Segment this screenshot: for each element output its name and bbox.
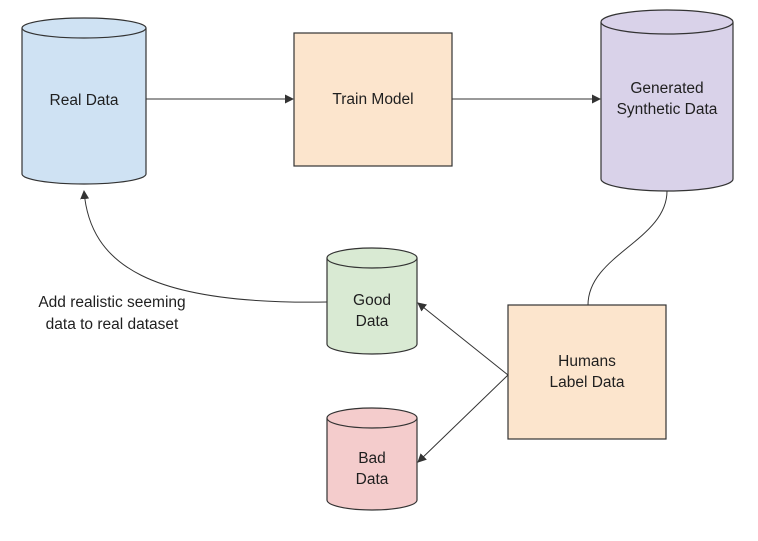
train-model-text: Train Model — [332, 91, 414, 108]
edge-humans-to-bad-data — [417, 374, 509, 463]
bad-data-text-line-2: Data — [355, 471, 389, 488]
generated-synthetic-data-text-line-1: Generated — [630, 80, 704, 97]
train-model-label: Train Model — [294, 33, 452, 166]
edge-synthetic-data-to-humans — [587, 190, 668, 306]
bad-data-text-line-1: Bad — [358, 450, 386, 467]
generated-synthetic-data-label: Generated Synthetic Data — [601, 34, 733, 164]
good-data-text-line-2: Data — [355, 313, 389, 330]
real-data-text: Real Data — [49, 91, 119, 109]
feedback-annotation-line-1: Add realistic seeming — [38, 294, 186, 311]
feedback-annotation: Add realistic seeming data to real datas… — [14, 292, 210, 336]
bad-data-label: Bad Data — [327, 430, 417, 508]
generated-synthetic-data-text-line-2: Synthetic Data — [616, 101, 718, 118]
humans-label-data-text-line-1: Humans — [558, 353, 616, 370]
feedback-annotation-line-2: data to real dataset — [45, 316, 179, 333]
good-data-text-line-1: Good — [353, 292, 391, 309]
real-data-label: Real Data — [22, 40, 146, 160]
humans-label-data-label: Humans Label Data — [508, 305, 666, 439]
good-data-label: Good Data — [327, 270, 417, 352]
humans-label-data-text-line-2: Label Data — [549, 374, 625, 391]
edge-humans-to-good-data — [417, 302, 509, 376]
edge-good-data-to-real-data — [80, 190, 328, 303]
